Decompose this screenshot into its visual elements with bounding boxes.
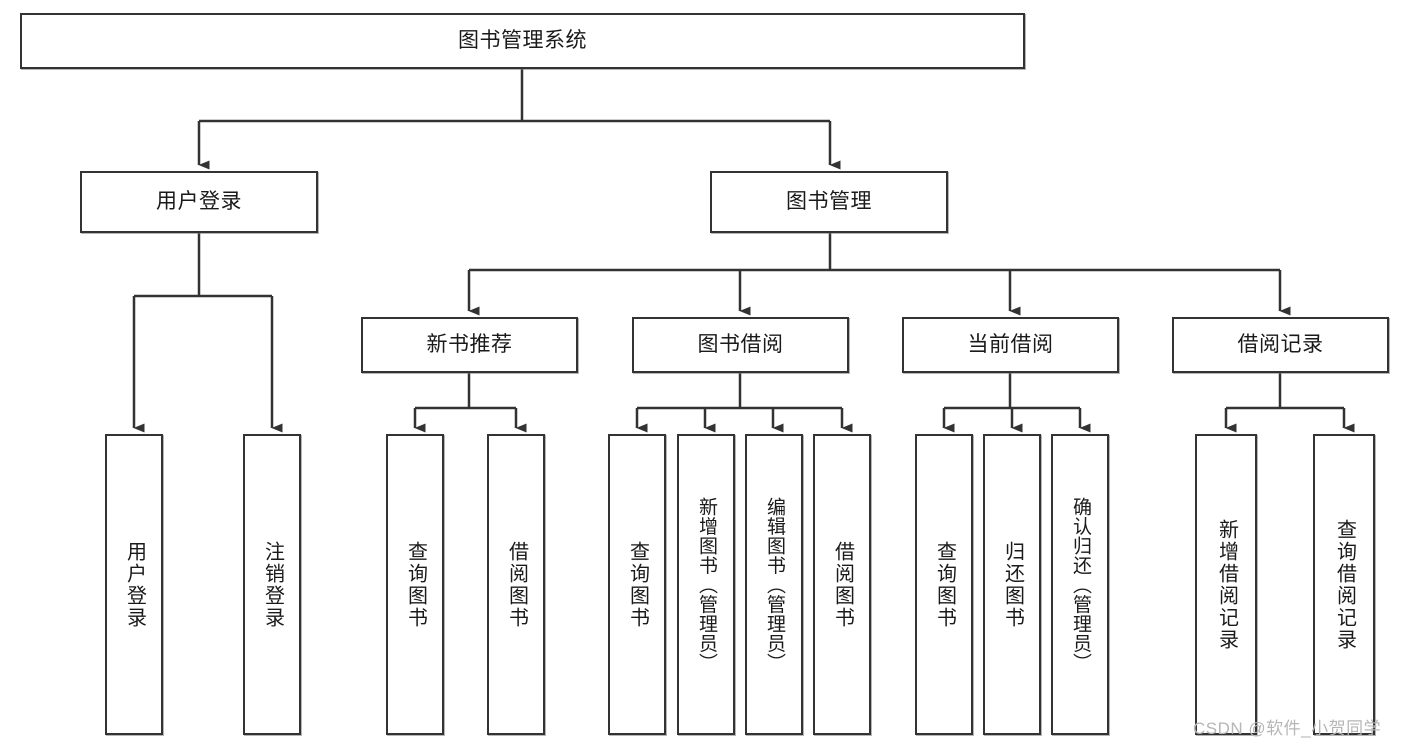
node-leaf-add-borrow-record[interactable]: 新增借阅记录 (1195, 434, 1257, 735)
node-label-leaf-add-borrow-record: 新增借阅记录 (1215, 518, 1238, 651)
node-label-leaf-return-book: 归还图书 (1001, 540, 1024, 629)
node-label-leaf-query-book-current: 查询图书 (933, 540, 956, 629)
node-leaf-borrow-book[interactable]: 借阅图书 (813, 434, 871, 735)
node-label-leaf-borrow-book: 借阅图书 (831, 540, 854, 629)
node-leaf-query-book-current[interactable]: 查询图书 (915, 434, 973, 735)
node-leaf-add-book-admin[interactable]: 新增图书（管理员） (677, 434, 735, 735)
node-label-leaf-query-borrow-record: 查询借阅记录 (1333, 518, 1356, 651)
csdn-watermark: CSDN @软件_小贺同学 (1193, 719, 1382, 738)
node-label-leaf-query-book-borrow: 查询图书 (626, 540, 649, 629)
node-label-user-login: 用户登录 (156, 189, 242, 213)
node-label-leaf-edit-book-admin: 编辑图书（管理员） (763, 496, 785, 673)
node-label-book-manage: 图书管理 (786, 189, 872, 213)
node-label-leaf-confirm-return-admin: 确认归还（管理员） (1069, 496, 1091, 673)
node-label-borrow-record: 借阅记录 (1237, 332, 1324, 356)
node-label-leaf-query-book-recommend: 查询图书 (404, 540, 427, 629)
node-label-new-book-recommend: 新书推荐 (426, 332, 513, 356)
node-borrow-record[interactable]: 借阅记录 (1172, 317, 1389, 373)
node-label-leaf-user-login: 用户登录 (123, 540, 146, 629)
node-label-leaf-add-book-admin: 新增图书（管理员） (695, 496, 717, 673)
node-leaf-query-book-recommend[interactable]: 查询图书 (386, 434, 444, 735)
node-leaf-logout[interactable]: 注销登录 (243, 434, 301, 735)
node-leaf-borrow-book-recommend[interactable]: 借阅图书 (487, 434, 545, 735)
node-leaf-user-login[interactable]: 用户登录 (105, 434, 163, 735)
node-label-current-borrow: 当前借阅 (967, 332, 1054, 356)
node-label-root: 图书管理系统 (458, 28, 587, 52)
node-label-leaf-logout: 注销登录 (261, 540, 284, 629)
node-leaf-return-book[interactable]: 归还图书 (983, 434, 1041, 735)
node-leaf-query-book-borrow[interactable]: 查询图书 (608, 434, 666, 735)
node-leaf-edit-book-admin[interactable]: 编辑图书（管理员） (745, 434, 803, 735)
node-book-borrow[interactable]: 图书借阅 (632, 317, 849, 373)
node-root[interactable]: 图书管理系统 (20, 13, 1025, 69)
node-label-leaf-borrow-book-recommend: 借阅图书 (505, 540, 528, 629)
node-label-book-borrow: 图书借阅 (697, 332, 784, 356)
node-user-login[interactable]: 用户登录 (80, 171, 318, 233)
node-new-book-recommend[interactable]: 新书推荐 (361, 317, 578, 373)
node-leaf-confirm-return-admin[interactable]: 确认归还（管理员） (1051, 434, 1109, 735)
node-leaf-query-borrow-record[interactable]: 查询借阅记录 (1313, 434, 1375, 735)
node-current-borrow[interactable]: 当前借阅 (902, 317, 1119, 373)
node-book-manage[interactable]: 图书管理 (710, 171, 948, 233)
